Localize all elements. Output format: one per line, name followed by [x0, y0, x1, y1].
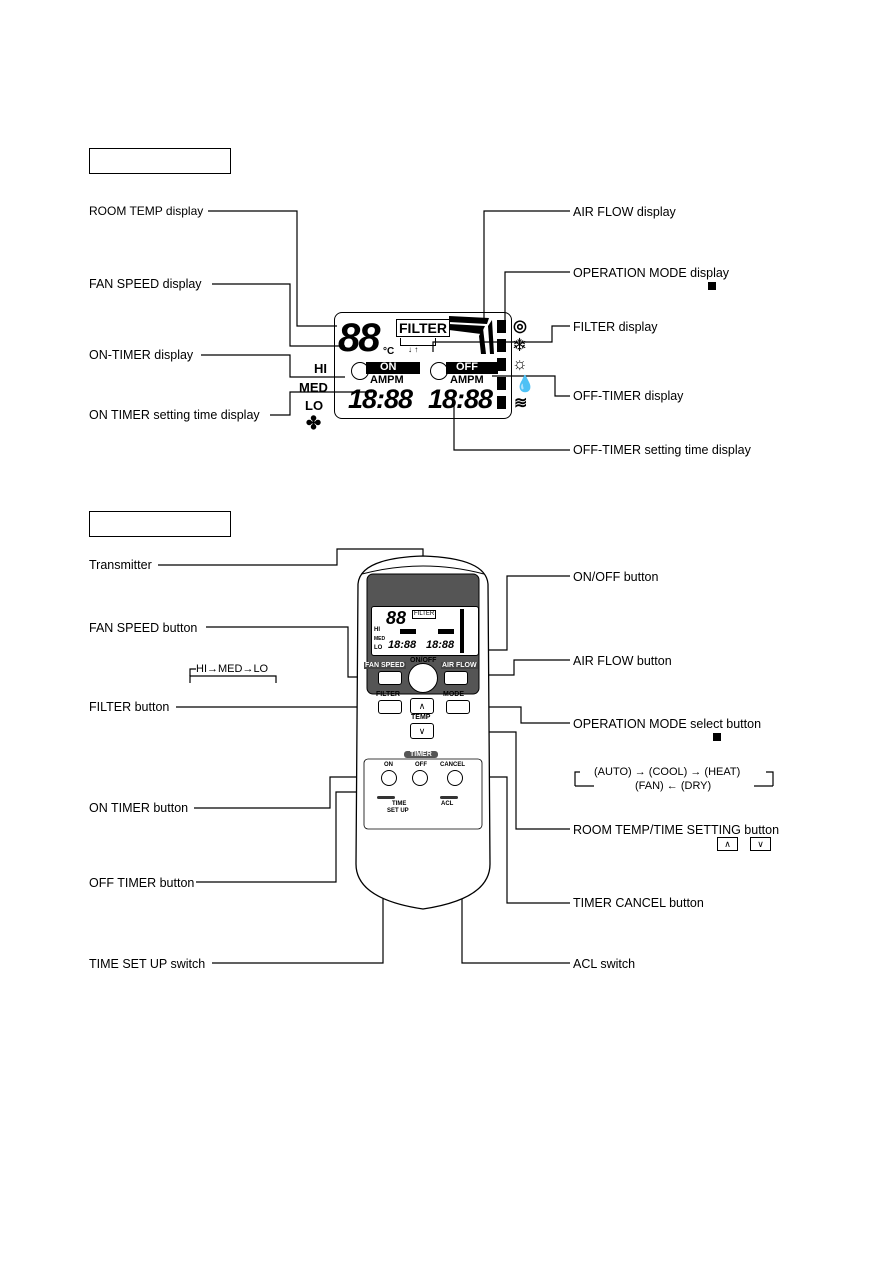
- mode-indicator-4: [497, 377, 506, 390]
- temp-down-key-icon: ∨: [750, 837, 771, 851]
- remote-lcd: 88 FILTER HI MED LO 18:88 18:88: [371, 606, 479, 656]
- on-timer-bar: [366, 362, 420, 374]
- on-timer-button[interactable]: [381, 770, 397, 786]
- fan-hi-label: HI: [314, 361, 327, 376]
- note-square-1: [708, 282, 716, 290]
- label-on-timer-display: ON-TIMER display: [89, 348, 194, 362]
- acl-slot[interactable]: [440, 796, 458, 799]
- temp-unit: °C: [383, 346, 395, 357]
- label-off-timer-button: OFF TIMER button: [89, 876, 195, 890]
- on-timer-clock-icon: [351, 362, 369, 380]
- remote-lcd-lo: LO: [374, 645, 383, 651]
- off-timer-clock-icon: [430, 362, 448, 380]
- remote-lcd-hi: HI: [374, 627, 380, 633]
- air-flow-key-label: AIR FLOW: [441, 662, 478, 669]
- lcd-panel: [334, 312, 512, 419]
- remote-lcd-temp: 88: [386, 608, 407, 628]
- off-timer-key-label: OFF: [415, 762, 427, 768]
- label-on-off-button: ON/OFF button: [573, 570, 659, 584]
- remote-lcd-filter: FILTER: [412, 610, 437, 619]
- section-header-box-2: [89, 511, 231, 537]
- label-air-flow-button: AIR FLOW button: [573, 654, 672, 668]
- auto-mode-icon: ◎: [513, 318, 527, 335]
- mode-indicator-2: [497, 339, 506, 352]
- cool-mode-icon: ❄: [512, 335, 528, 355]
- remote-lcd-on-bar: [400, 629, 416, 634]
- mode-button[interactable]: [446, 700, 470, 714]
- label-time-set-up-switch: TIME SET UP switch: [89, 957, 206, 971]
- fan-icon: ✤: [306, 413, 322, 433]
- fan-mode-icon: ≋: [514, 395, 528, 412]
- label-room-temp-display: ROOM TEMP display: [89, 204, 204, 218]
- filter-reset-arrows: ↓ ↑: [408, 345, 419, 354]
- temp-down-button[interactable]: ∨: [410, 723, 434, 739]
- time-set-up-key-label-2: SET UP: [387, 808, 409, 814]
- filter-key-label: FILTER: [376, 691, 400, 698]
- section-header-box-1: [89, 148, 231, 174]
- mode-indicator-3: [497, 358, 506, 371]
- timer-cancel-button[interactable]: [447, 770, 463, 786]
- airflow-fan-segments: [449, 316, 494, 354]
- label-off-timer-setting: OFF-TIMER setting time display: [573, 443, 751, 457]
- label-air-flow-display: AIR FLOW display: [573, 205, 676, 219]
- remote-lcd-med: MED: [374, 636, 386, 642]
- label-operation-mode-display: OPERATION MODE display: [573, 266, 730, 280]
- dry-mode-icon: 💧: [515, 376, 535, 393]
- mode-indicator-1: [497, 320, 506, 333]
- on-off-button[interactable]: [408, 663, 438, 693]
- time-set-up-key-label-1: TIME: [392, 801, 407, 807]
- air-flow-button[interactable]: [444, 671, 468, 685]
- label-operation-mode-button: OPERATION MODE select button: [573, 717, 762, 731]
- heat-mode-icon: ☼: [512, 354, 528, 373]
- off-time-digits: 18:88: [428, 384, 493, 414]
- label-fan-speed-display: FAN SPEED display: [89, 277, 202, 291]
- on-timer-key-label: ON: [384, 762, 393, 768]
- label-room-temp-time-button: ROOM TEMP/TIME SETTING button: [573, 823, 780, 837]
- label-off-timer-display: OFF-TIMER display: [573, 389, 684, 403]
- label-on-timer-setting: ON TIMER setting time display: [89, 408, 260, 422]
- off-label: OFF: [456, 361, 478, 373]
- on-ampm: AMPM: [370, 374, 404, 386]
- acl-key-label: ACL: [441, 801, 454, 807]
- on-label: ON: [380, 361, 397, 373]
- fan-lo-label: LO: [305, 398, 324, 413]
- cancel-key-label: CANCEL: [440, 762, 465, 768]
- label-filter-display: FILTER display: [573, 320, 658, 334]
- mode-sequence-top: (AUTO) → (COOL) → (HEAT): [594, 766, 741, 778]
- filter-button[interactable]: [378, 700, 402, 714]
- mode-indicator-5: [497, 396, 506, 409]
- mode-key-label: MODE: [443, 691, 464, 698]
- fan-speed-sequence: HI→MED→LO: [196, 663, 269, 675]
- remote-lcd-time-on: 18:88: [388, 639, 417, 651]
- temp-digits: 88: [338, 316, 380, 360]
- label-fan-speed-button: FAN SPEED button: [89, 621, 198, 635]
- fan-med-label: MED: [299, 380, 328, 395]
- temp-key-label: TEMP: [411, 714, 431, 721]
- mode-sequence-bottom: (FAN) ← (DRY): [635, 780, 712, 792]
- fan-speed-key-label: FAN SPEED: [364, 662, 406, 669]
- remote-lcd-mode-strip: [460, 609, 464, 653]
- note-square-2: [713, 733, 721, 741]
- temp-up-key-icon: ∧: [717, 837, 738, 851]
- label-filter-button: FILTER button: [89, 700, 170, 714]
- label-timer-cancel-button: TIMER CANCEL button: [573, 896, 704, 910]
- remote-lcd-off-bar: [438, 629, 454, 634]
- timer-key-label: TIMER: [404, 751, 438, 758]
- temp-up-button[interactable]: ∧: [410, 698, 434, 714]
- on-time-digits: 18:88: [348, 384, 413, 414]
- label-on-timer-button: ON TIMER button: [89, 801, 189, 815]
- off-timer-button[interactable]: [412, 770, 428, 786]
- label-transmitter: Transmitter: [89, 558, 152, 572]
- filter-indicator: FILTER: [396, 319, 450, 337]
- filter-reset-bracket: [400, 338, 436, 346]
- off-ampm: AMPM: [450, 374, 484, 386]
- off-timer-bar: [446, 362, 498, 374]
- time-set-up-slot[interactable]: [377, 796, 395, 799]
- on-off-key-label: ON/OFF: [410, 657, 437, 664]
- fan-speed-button[interactable]: [378, 671, 402, 685]
- remote-lcd-time-off: 18:88: [426, 639, 455, 651]
- label-acl-switch: ACL switch: [573, 957, 636, 971]
